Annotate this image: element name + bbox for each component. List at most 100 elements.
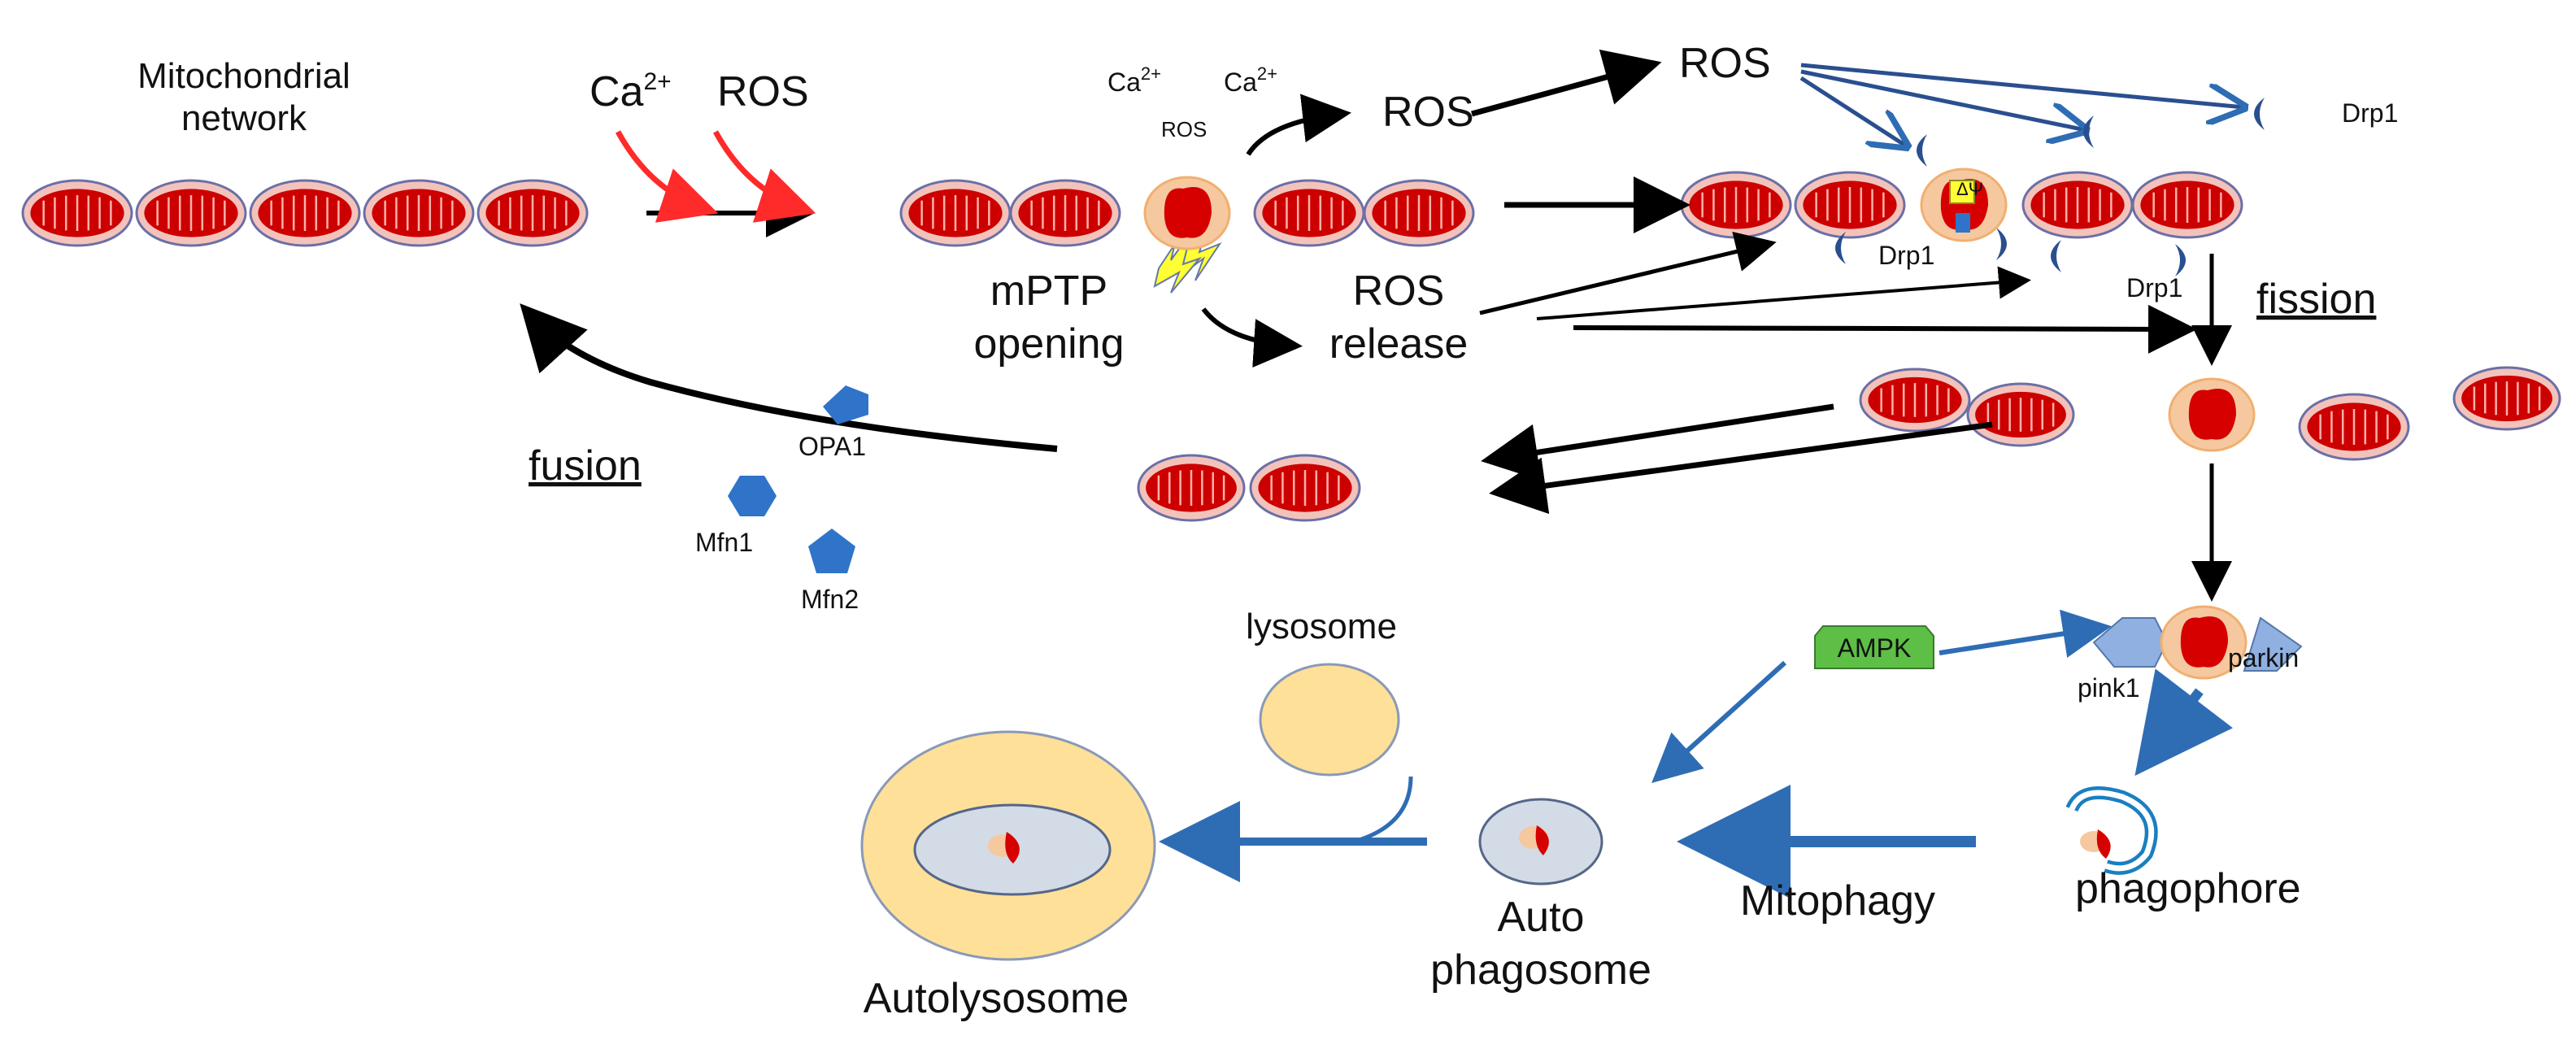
release-arrow-2 xyxy=(1536,266,2031,320)
fragment-phagophore-red xyxy=(2096,829,2111,859)
drp1-label-mid: Drp1 xyxy=(1878,241,1934,270)
mito-network-4 xyxy=(363,179,475,247)
mfn2-label: Mfn2 xyxy=(801,585,859,614)
parkin-shape xyxy=(2243,616,2303,672)
mptp-label-line2: opening xyxy=(973,320,1124,368)
pink1-label: pink1 xyxy=(2078,673,2140,703)
mito-parkin-damaged-core xyxy=(2180,616,2228,668)
mito-fission-4 xyxy=(2131,171,2243,239)
fusion-curved-arrow xyxy=(520,303,1058,452)
drp1-label-right: Drp1 xyxy=(2126,273,2182,302)
fragments-to-pair-arrow-1 xyxy=(1481,403,1834,481)
mito-parkin-damaged xyxy=(2160,605,2247,680)
autophagosome-label-line1: Auto xyxy=(1498,894,1585,941)
lysosome-stem xyxy=(1353,776,1413,844)
ros-release-label-line2: release xyxy=(1329,320,1469,368)
release-arrow-3 xyxy=(1573,304,2197,354)
mito-stressed-2 xyxy=(1009,179,1121,247)
mito-fission-3 xyxy=(2021,171,2134,239)
parkin-to-phagophore-arrow xyxy=(2134,668,2233,777)
lightning-icon-2 xyxy=(1153,231,1203,294)
pink1-shape xyxy=(2092,617,2169,668)
crescent-icon-2 xyxy=(2083,115,2094,148)
ros-small-label: ROS xyxy=(1161,117,1207,141)
fragment-autolysosome-red xyxy=(1005,832,1020,864)
ca-top-label-1: Ca2+ xyxy=(1107,63,1161,97)
drp1-ring xyxy=(1956,213,1970,233)
mito-network-2 xyxy=(135,179,247,247)
mito-fragment-1 xyxy=(1859,368,1971,433)
mito-network-1 xyxy=(21,179,133,247)
mfn1-label: Mfn1 xyxy=(695,528,753,557)
mptp-to-release-arrow xyxy=(1201,307,1303,368)
ampk-box xyxy=(1814,625,1934,669)
arrows xyxy=(520,49,2244,899)
autophagosome-label-line2: phagosome xyxy=(1430,946,1651,994)
mito-fusion-2 xyxy=(1249,454,1361,522)
ampk-label: AMPK xyxy=(1838,633,1912,663)
mito-fusion-1 xyxy=(1137,454,1246,522)
mito-fragment-3 xyxy=(2298,393,2410,461)
ampk-to-parkin-arrow xyxy=(1939,609,2112,658)
phagophore-shape-inner xyxy=(2069,790,2155,872)
mito-fragment-damaged xyxy=(2168,377,2256,452)
opa1-label: OPA1 xyxy=(798,432,866,461)
labels: Mitochondrial network Ca2+ ROS Ca2+ Ca2+… xyxy=(137,40,2398,1022)
ca-top-label-2: Ca2+ xyxy=(1224,63,1277,97)
ros-to-drp1-line-1 xyxy=(1800,63,2244,107)
autolysosome-label: Autolysosome xyxy=(864,975,1129,1022)
release-arrow-1 xyxy=(1479,232,1777,315)
mito-network-5 xyxy=(476,179,589,247)
crescent-icon-6 xyxy=(2051,240,2061,272)
crescent-icon-5 xyxy=(1996,228,2007,260)
delta-psi-channel xyxy=(1949,180,1975,204)
ros-mid-label: ROS xyxy=(1382,89,1474,136)
fission-label: fission xyxy=(2256,276,2376,323)
drp1-label-top: Drp1 xyxy=(2342,98,2398,128)
delta-psi-label: ΔΨ xyxy=(1956,179,1983,199)
mptp-label-line1: mPTP xyxy=(990,268,1107,315)
mito-fragment-2 xyxy=(1966,382,2075,447)
ros-to-drp1-line-3 xyxy=(1799,76,1907,146)
mito-stressed-4 xyxy=(1363,179,1475,247)
drp1-crescents xyxy=(1835,98,2265,276)
mptp-to-ros-arrow xyxy=(1246,94,1351,156)
mito-fragment-damaged-core xyxy=(2188,389,2236,440)
hexagon-icon xyxy=(728,476,777,516)
damaged-mitochondria xyxy=(1143,168,2256,680)
pentagon-icon-mfn2 xyxy=(808,529,855,573)
ampk-to-autophagosome-arrow xyxy=(1651,660,1787,784)
engulfed-fragments xyxy=(988,825,2111,864)
mito-fission-1 xyxy=(1680,171,1792,239)
crescent-icon-7 xyxy=(2175,244,2186,276)
ros-red-arrow xyxy=(712,130,816,223)
crescent-icon-1 xyxy=(1917,134,1927,167)
ros-to-drp1-line-2 xyxy=(1800,69,2086,130)
lysosome-shape xyxy=(1259,663,1400,777)
fusion-label: fusion xyxy=(529,442,642,490)
ca-label: Ca2+ xyxy=(590,68,672,115)
ros-top-label: ROS xyxy=(1679,40,1771,87)
parkin-label: parkin xyxy=(2228,643,2299,672)
mito-stressed-3 xyxy=(1253,179,1365,247)
mito-stressed-1 xyxy=(899,179,1012,247)
crescent-icon-3 xyxy=(2254,98,2265,130)
ros-label: ROS xyxy=(717,68,809,115)
pentagon-icon xyxy=(823,385,868,424)
fragments-to-pair-arrow-2 xyxy=(1489,421,1993,515)
mitochondria-layer xyxy=(21,171,2561,522)
phagophore-label: phagophore xyxy=(2075,865,2301,912)
network-label-line2: network xyxy=(181,98,307,138)
ros-to-ros-arrow xyxy=(1471,49,1662,117)
network-label-line1: Mitochondrial xyxy=(137,56,350,96)
mitophagy-label: Mitophagy xyxy=(1740,877,1935,925)
mito-network-3 xyxy=(249,179,361,247)
crescent-icon-4 xyxy=(1835,232,1846,264)
proteins xyxy=(728,98,2303,672)
ca-red-arrow xyxy=(615,130,719,223)
mito-mptp-damaged-core xyxy=(1164,187,1212,238)
mito-fragment-4 xyxy=(2452,366,2561,431)
lysosome-label: lysosome xyxy=(1246,607,1397,646)
